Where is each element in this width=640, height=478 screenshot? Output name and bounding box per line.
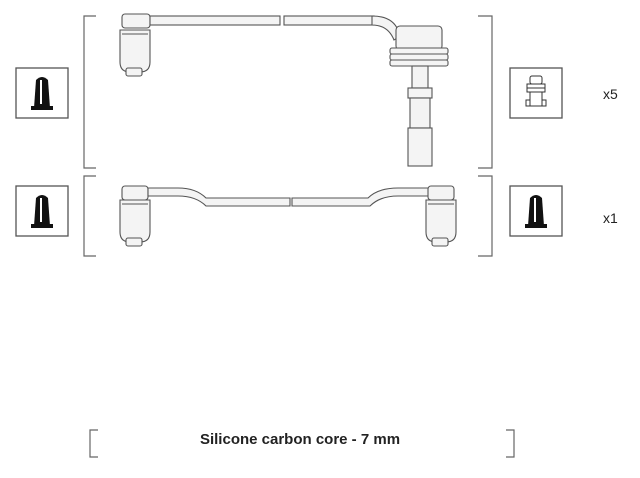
bottom-ignition-lead bbox=[119, 185, 457, 247]
top-set-quantity: x5 bbox=[603, 86, 618, 102]
caption-right-bracket bbox=[506, 429, 515, 458]
top-ignition-lead bbox=[119, 13, 449, 167]
left-bottom-connector-icon bbox=[15, 185, 69, 237]
bottom-set-quantity: x1 bbox=[603, 210, 618, 226]
top-lead-right-boot bbox=[389, 25, 449, 167]
right-bottom-connector-icon bbox=[509, 185, 563, 237]
bottom-lead-right-boot bbox=[425, 185, 457, 247]
top-lead-cable bbox=[149, 15, 406, 41]
top-set-right-bracket bbox=[478, 15, 493, 169]
core-spec-caption: Silicone carbon core - 7 mm bbox=[199, 431, 401, 448]
caption-left-bracket bbox=[89, 429, 98, 458]
bottom-lead-cable bbox=[147, 187, 431, 207]
top-lead-left-boot bbox=[119, 13, 151, 77]
top-set-left-bracket bbox=[83, 15, 96, 169]
right-top-connector-icon bbox=[509, 67, 563, 119]
bottom-lead-left-boot bbox=[119, 185, 151, 247]
bottom-set-right-bracket bbox=[478, 175, 493, 257]
bottom-set-left-bracket bbox=[83, 175, 96, 257]
left-top-connector-icon bbox=[15, 67, 69, 119]
